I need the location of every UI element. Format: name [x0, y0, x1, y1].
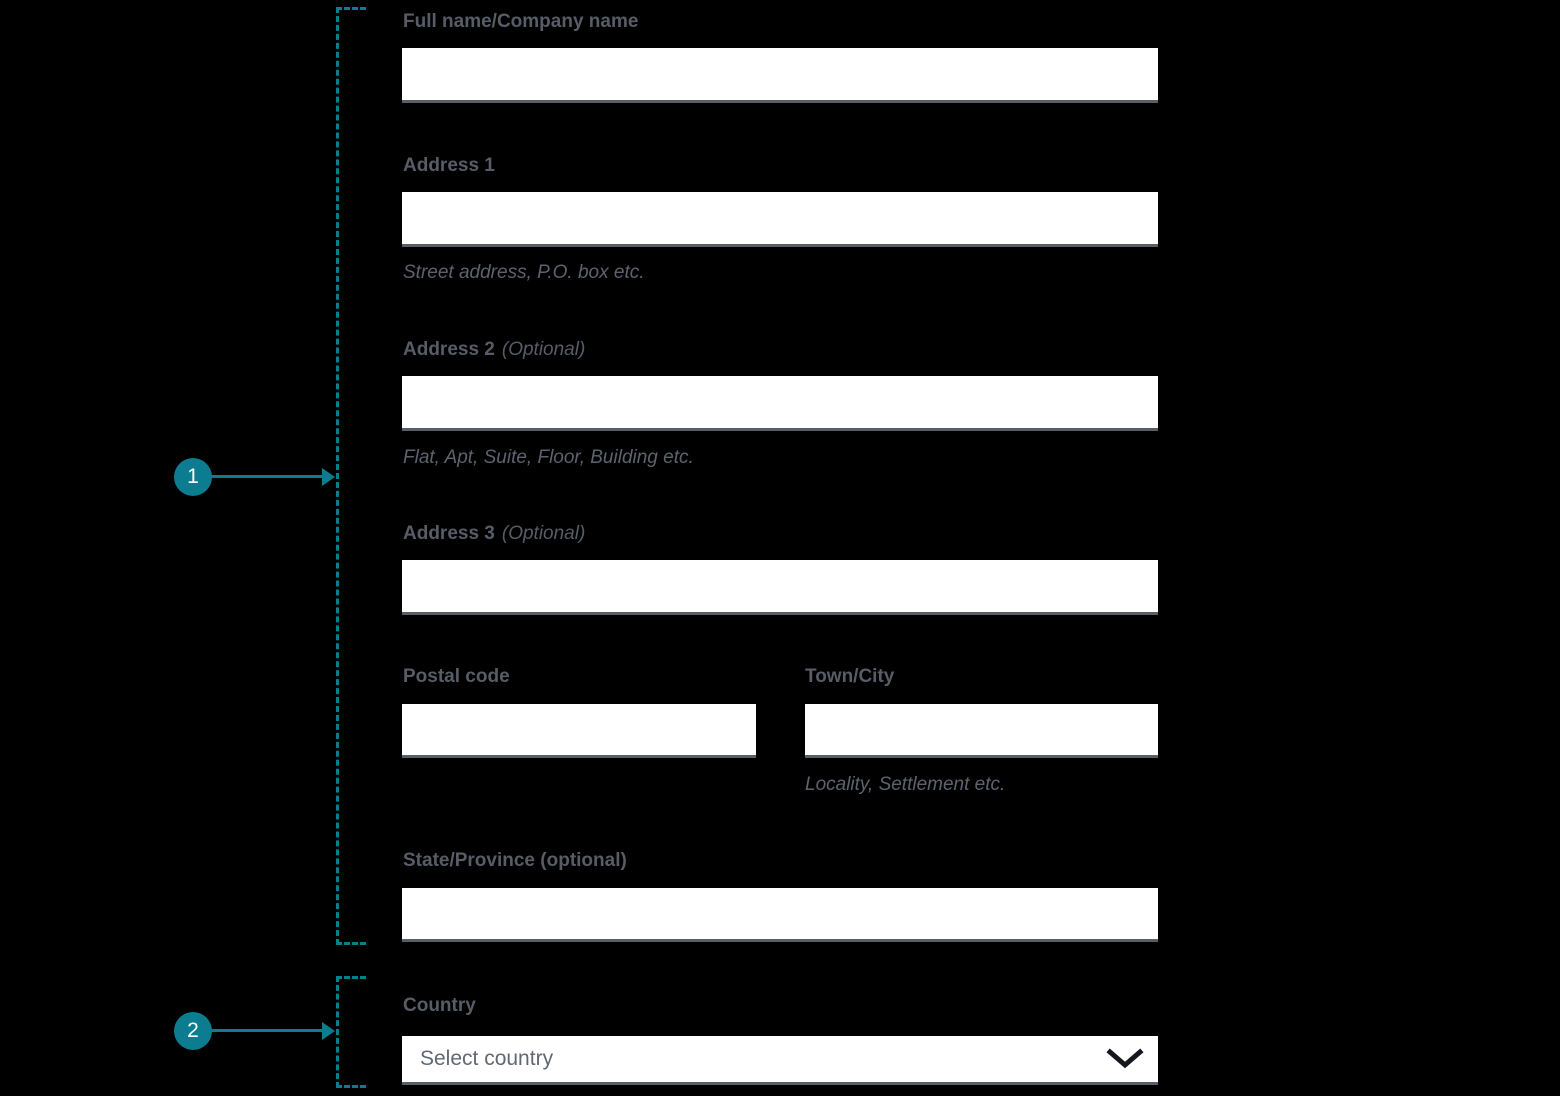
- country-label-text: Country: [403, 995, 476, 1016]
- address-2-label: Address 2 (Optional): [403, 338, 585, 362]
- address-1-helper-text: Street address, P.O. box etc.: [403, 262, 645, 283]
- town-city-label: Town/City: [805, 665, 894, 689]
- chevron-down-icon[interactable]: [1106, 1048, 1144, 1070]
- town-city-label-text: Town/City: [805, 666, 895, 687]
- postal-code-input[interactable]: [402, 704, 756, 758]
- address-2-label-text: Address 2: [403, 339, 495, 360]
- callout-2-number: 2: [187, 1019, 199, 1042]
- postal-code-label: Postal code: [403, 665, 510, 689]
- town-city-helper-text: Locality, Settlement etc.: [805, 774, 1006, 795]
- postal-code-label-text: Postal code: [403, 666, 510, 687]
- callout-1-arrowhead-icon: [322, 468, 335, 486]
- state-province-label-text: State/Province (optional): [403, 850, 627, 871]
- section-1-bracket: [336, 7, 366, 945]
- address-3-optional-text: (Optional): [501, 523, 586, 544]
- callout-2-arrow-line: [211, 1029, 323, 1032]
- address-2-optional-text: (Optional): [501, 339, 586, 360]
- callout-1-number: 1: [187, 465, 199, 488]
- full-name-label-text: Full name/Company name: [403, 11, 639, 32]
- country-select-placeholder: Select country: [420, 1047, 554, 1070]
- address-2-input[interactable]: [402, 376, 1158, 431]
- callout-1-badge: 1: [174, 458, 212, 496]
- full-name-input[interactable]: [402, 48, 1158, 103]
- state-province-label: State/Province (optional): [403, 849, 627, 873]
- section-2-bracket: [336, 976, 366, 1088]
- full-name-label: Full name/Company name: [403, 10, 638, 34]
- address-3-input[interactable]: [402, 560, 1158, 615]
- address-3-label-text: Address 3: [403, 523, 495, 544]
- address-1-label-text: Address 1: [403, 155, 495, 176]
- address-1-label: Address 1: [403, 154, 495, 178]
- callout-2-arrowhead-icon: [322, 1022, 335, 1040]
- country-label: Country: [403, 994, 476, 1018]
- callout-1-arrow-line: [211, 475, 323, 478]
- town-city-input[interactable]: [805, 704, 1158, 758]
- callout-2-badge: 2: [174, 1012, 212, 1050]
- address-1-input[interactable]: [402, 192, 1158, 247]
- address-2-helper-text: Flat, Apt, Suite, Floor, Building etc.: [403, 447, 694, 468]
- state-province-input[interactable]: [402, 888, 1158, 942]
- address-3-label: Address 3 (Optional): [403, 522, 585, 546]
- country-select[interactable]: Select country: [402, 1036, 1158, 1085]
